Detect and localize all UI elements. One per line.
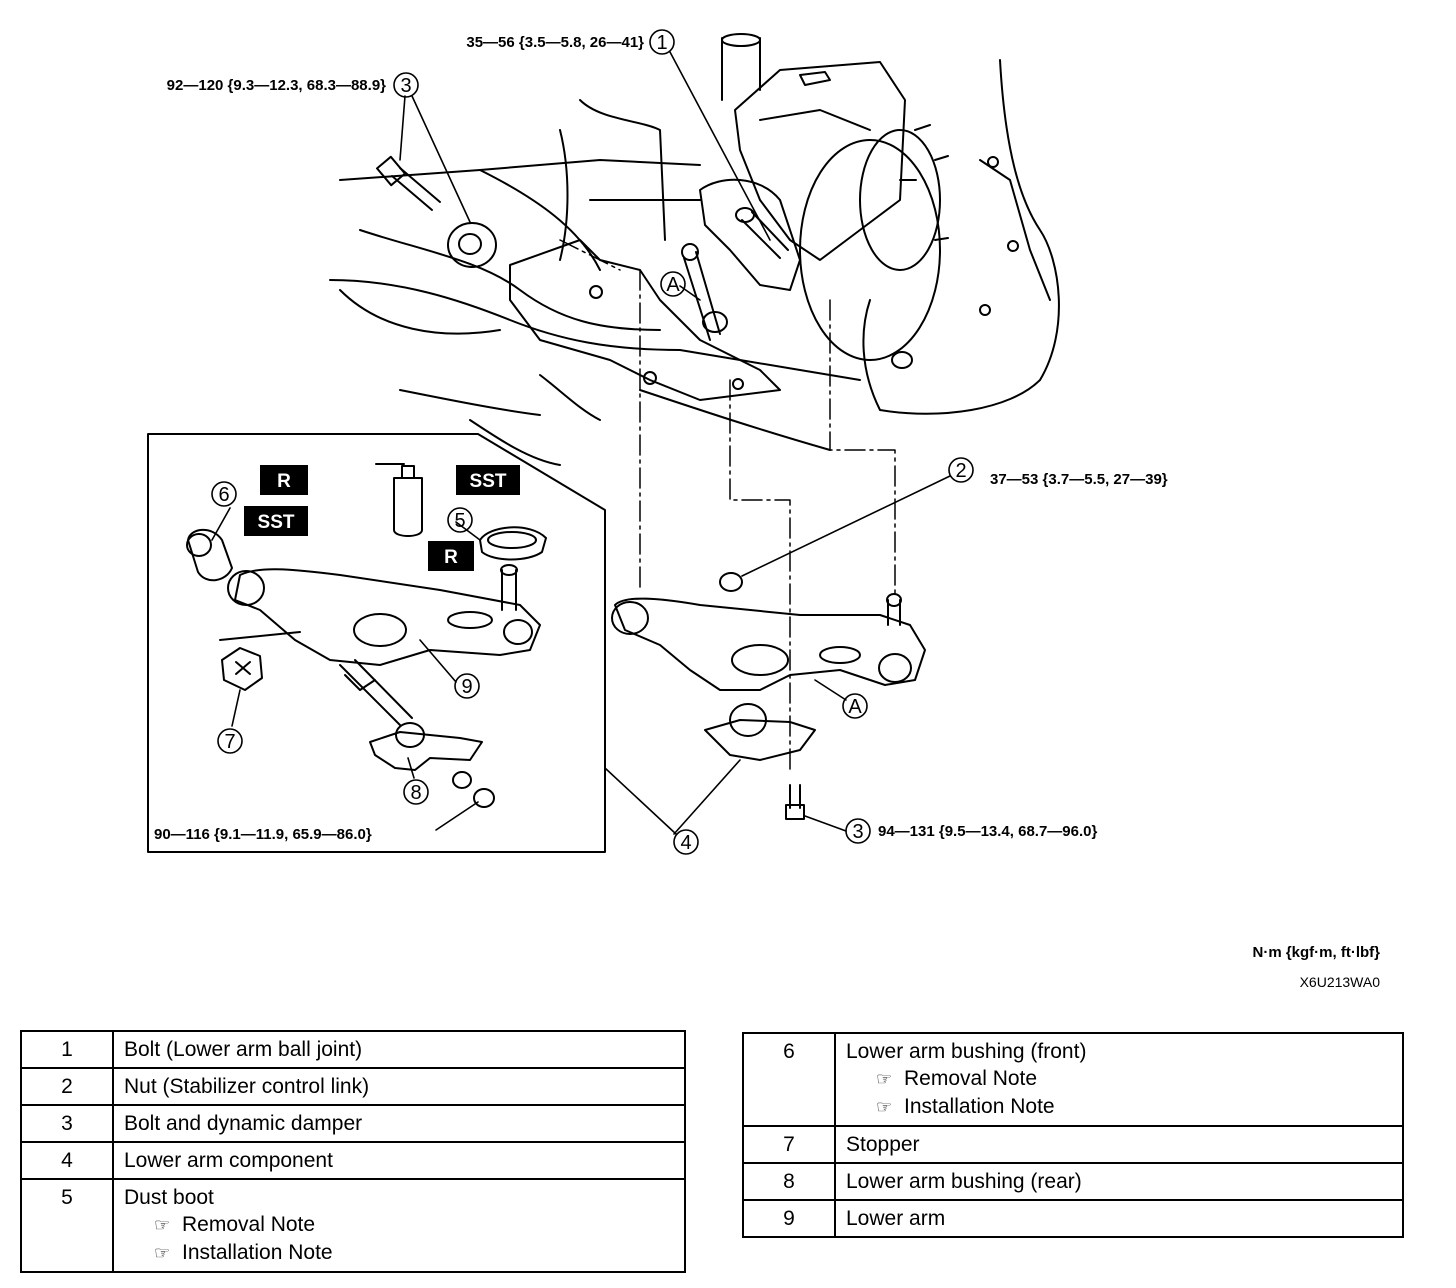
callout-circles xyxy=(211,29,974,855)
pointing-hand-icon: ☞ xyxy=(154,1215,171,1235)
legend-note-text: Installation Note xyxy=(182,1241,333,1264)
legend-number: 5 xyxy=(20,1178,114,1273)
legend-description: Stopper xyxy=(834,1125,1404,1164)
callout-4: 4 xyxy=(680,832,691,854)
callout-7: 7 xyxy=(224,731,235,753)
r-box xyxy=(428,541,474,571)
legend-note[interactable]: ☞ Removal Note xyxy=(124,1211,674,1239)
torque-specs: 35—56 {3.5—5.8, 26—41} 92—120 {9.3—12.3,… xyxy=(154,34,1168,843)
legend-description: Lower arm component xyxy=(112,1141,686,1180)
legend-part-name: Bolt (Lower arm ball joint) xyxy=(124,1038,363,1061)
legend-description: Nut (Stabilizer control link) xyxy=(112,1067,686,1106)
inset-parts-illustration xyxy=(186,463,547,808)
alignment-lines xyxy=(559,239,896,771)
tool-boxes: R SST SST R xyxy=(244,465,520,571)
figure-id: X6U213WA0 xyxy=(1299,974,1380,990)
legend-part-name: Nut (Stabilizer control link) xyxy=(124,1075,370,1098)
r-box xyxy=(260,465,308,495)
torque-spec-inset: 90—116 {9.1—11.9, 65.9—86.0} xyxy=(154,826,372,843)
parts-legend-left: 1 Bolt (Lower arm ball joint) 2 Nut (Stabil… xyxy=(20,1030,686,1273)
legend-row: 9 Lower arm xyxy=(742,1199,1404,1238)
torque-spec-1: 35—56 {3.5—5.8, 26—41} xyxy=(466,34,644,51)
legend-row: 3 Bolt and dynamic damper xyxy=(20,1104,686,1143)
legend-number: 3 xyxy=(20,1104,114,1143)
legend-part-name: Lower arm bushing (front) xyxy=(846,1040,1087,1063)
legend-number: 2 xyxy=(20,1067,114,1106)
legend-description: Lower arm xyxy=(834,1199,1404,1238)
assembled-lower-arm-illustration xyxy=(611,572,926,820)
legend-row: 5 Dust boot ☞ Removal Note ☞ Installation Not… xyxy=(20,1178,686,1273)
r-box-label: R xyxy=(444,547,458,568)
legend-description: Lower arm bushing (rear) xyxy=(834,1162,1404,1201)
sst-box xyxy=(244,506,308,536)
vehicle-body-illustration xyxy=(329,33,1060,466)
legend-row: 4 Lower arm component xyxy=(20,1141,686,1180)
callout-9: 9 xyxy=(461,676,472,698)
legend-part-name: Stopper xyxy=(846,1133,920,1156)
callout-1: 1 xyxy=(656,32,667,54)
torque-units: N·m {kgf·m, ft·lbf} xyxy=(1252,944,1381,961)
legend-part-name: Dust boot xyxy=(124,1186,214,1209)
callout-3: 3 xyxy=(852,821,863,843)
legend-description: Dust boot ☞ Removal Note ☞ Installation Note xyxy=(112,1178,686,1273)
legend-part-name: Lower arm component xyxy=(124,1149,333,1172)
legend-row: 1 Bolt (Lower arm ball joint) xyxy=(20,1030,686,1069)
callout-6: 6 xyxy=(218,484,229,506)
pointing-hand-icon: ☞ xyxy=(876,1069,893,1089)
legend-note-text: Removal Note xyxy=(904,1067,1038,1090)
torque-spec-3-lower: 94—131 {9.5—13.4, 68.7—96.0} xyxy=(878,823,1097,840)
callout-3: 3 xyxy=(400,75,411,97)
legend-description: Bolt (Lower arm ball joint) xyxy=(112,1030,686,1069)
legend-row: 7 Stopper xyxy=(742,1125,1404,1164)
pointing-hand-icon: ☞ xyxy=(154,1243,171,1263)
legend-number: 6 xyxy=(742,1032,836,1127)
legend-row: 2 Nut (Stabilizer control link) xyxy=(20,1067,686,1106)
legend-description: Bolt and dynamic damper xyxy=(112,1104,686,1143)
torque-spec-2: 37—53 {3.7—5.5, 27—39} xyxy=(990,471,1168,488)
legend-note[interactable]: ☞ Removal Note xyxy=(846,1065,1392,1093)
sst-box-label: SST xyxy=(470,471,507,492)
legend-number: 1 xyxy=(20,1030,114,1069)
r-box-label: R xyxy=(277,471,291,492)
legend-number: 7 xyxy=(742,1125,836,1164)
legend-number: 9 xyxy=(742,1199,836,1238)
callout-a: A xyxy=(666,274,680,296)
callout-2: 2 xyxy=(955,460,966,482)
legend-number: 8 xyxy=(742,1162,836,1201)
legend-row: 8 Lower arm bushing (rear) xyxy=(742,1162,1404,1201)
legend-note-text: Installation Note xyxy=(904,1095,1055,1118)
callout-8: 8 xyxy=(410,782,421,804)
legend-note-text: Removal Note xyxy=(182,1213,316,1236)
pointing-hand-icon: ☞ xyxy=(876,1097,893,1117)
sst-box-label: SST xyxy=(258,512,295,533)
component-inset-frame xyxy=(147,433,606,853)
leader-lines xyxy=(211,51,951,835)
legend-description: Lower arm bushing (front) ☞ Removal Note ☞ I… xyxy=(834,1032,1404,1127)
callout-5: 5 xyxy=(454,510,465,532)
legend-part-name: Lower arm bushing (rear) xyxy=(846,1170,1082,1193)
sst-box xyxy=(456,465,520,495)
legend-part-name: Bolt and dynamic damper xyxy=(124,1112,363,1135)
legend-part-name: Lower arm xyxy=(846,1207,946,1230)
callout-numbers: 1 3 2 3 4 5 6 7 8 9 A A xyxy=(218,32,966,854)
legend-note[interactable]: ☞ Installation Note xyxy=(124,1239,674,1267)
exploded-view-diagram: R SST SST R 1 3 2 3 4 5 6 7 8 9 A A 35—5… xyxy=(147,29,1168,855)
legend-number: 4 xyxy=(20,1141,114,1180)
torque-spec-3-upper: 92—120 {9.3—12.3, 68.3—88.9} xyxy=(167,77,386,94)
callout-a: A xyxy=(848,696,862,718)
legend-note[interactable]: ☞ Installation Note xyxy=(846,1093,1392,1121)
